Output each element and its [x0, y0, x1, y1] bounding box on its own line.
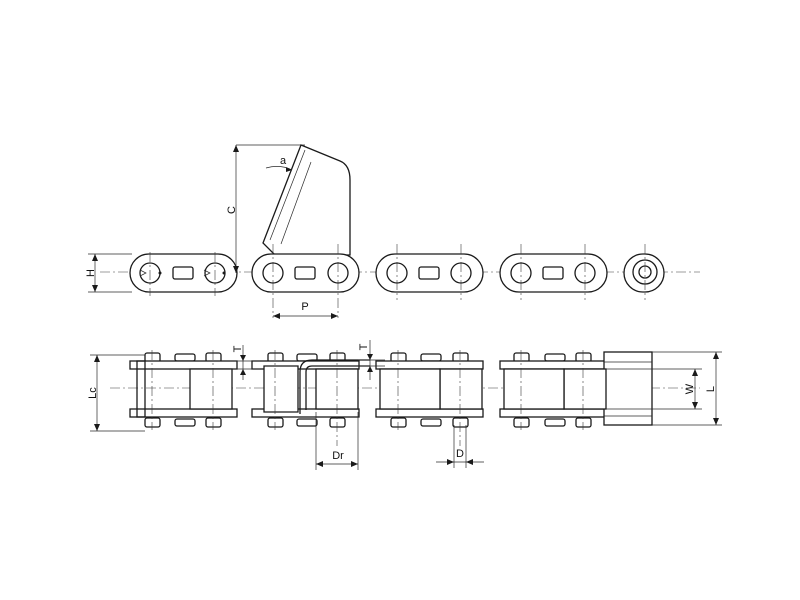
label-Dr: Dr — [332, 450, 344, 462]
side-link-4 — [499, 253, 608, 293]
dim-H: H — [85, 253, 132, 293]
dim-a: a — [265, 155, 293, 172]
side-vertical-marks — [149, 244, 646, 318]
top-bracket-bend-2 — [299, 359, 370, 414]
dim-Lc: Lc — [87, 354, 145, 432]
top-view: T T Lc W — [87, 340, 722, 470]
bracket-inner-line — [269, 149, 306, 241]
dim-L: L — [652, 351, 722, 426]
dim-W: W — [606, 368, 702, 410]
top-vertical-marks — [151, 350, 584, 446]
first-link-marks — [139, 269, 211, 277]
dim-P: P — [273, 301, 338, 319]
link-slots — [172, 266, 564, 280]
label-L: L — [705, 386, 717, 392]
dim-T-right: T — [358, 340, 385, 380]
label-Lc: Lc — [87, 387, 99, 399]
dim-T-left: T — [230, 345, 260, 380]
top-bracket-block — [263, 365, 299, 413]
label-H: H — [85, 269, 97, 277]
label-W: W — [684, 383, 696, 394]
top-bracket-bend — [305, 365, 370, 410]
side-link-3 — [375, 253, 484, 293]
bracket-inner-line-2 — [280, 161, 312, 245]
dim-C: C — [226, 144, 305, 273]
label-T-right: T — [358, 343, 370, 350]
rollers — [189, 368, 607, 410]
dim-Dr: Dr — [315, 412, 359, 470]
end-connector — [603, 351, 653, 426]
label-P: P — [301, 301, 308, 313]
side-link-2 — [251, 253, 360, 293]
dim-D: D — [436, 425, 484, 468]
label-D: D — [456, 448, 464, 460]
side-view: H C a P — [85, 144, 700, 319]
label-C: C — [226, 206, 238, 214]
attachment-bracket — [262, 144, 351, 256]
label-T-left: T — [232, 345, 244, 352]
label-a: a — [280, 155, 287, 167]
first-link-end — [136, 360, 146, 418]
